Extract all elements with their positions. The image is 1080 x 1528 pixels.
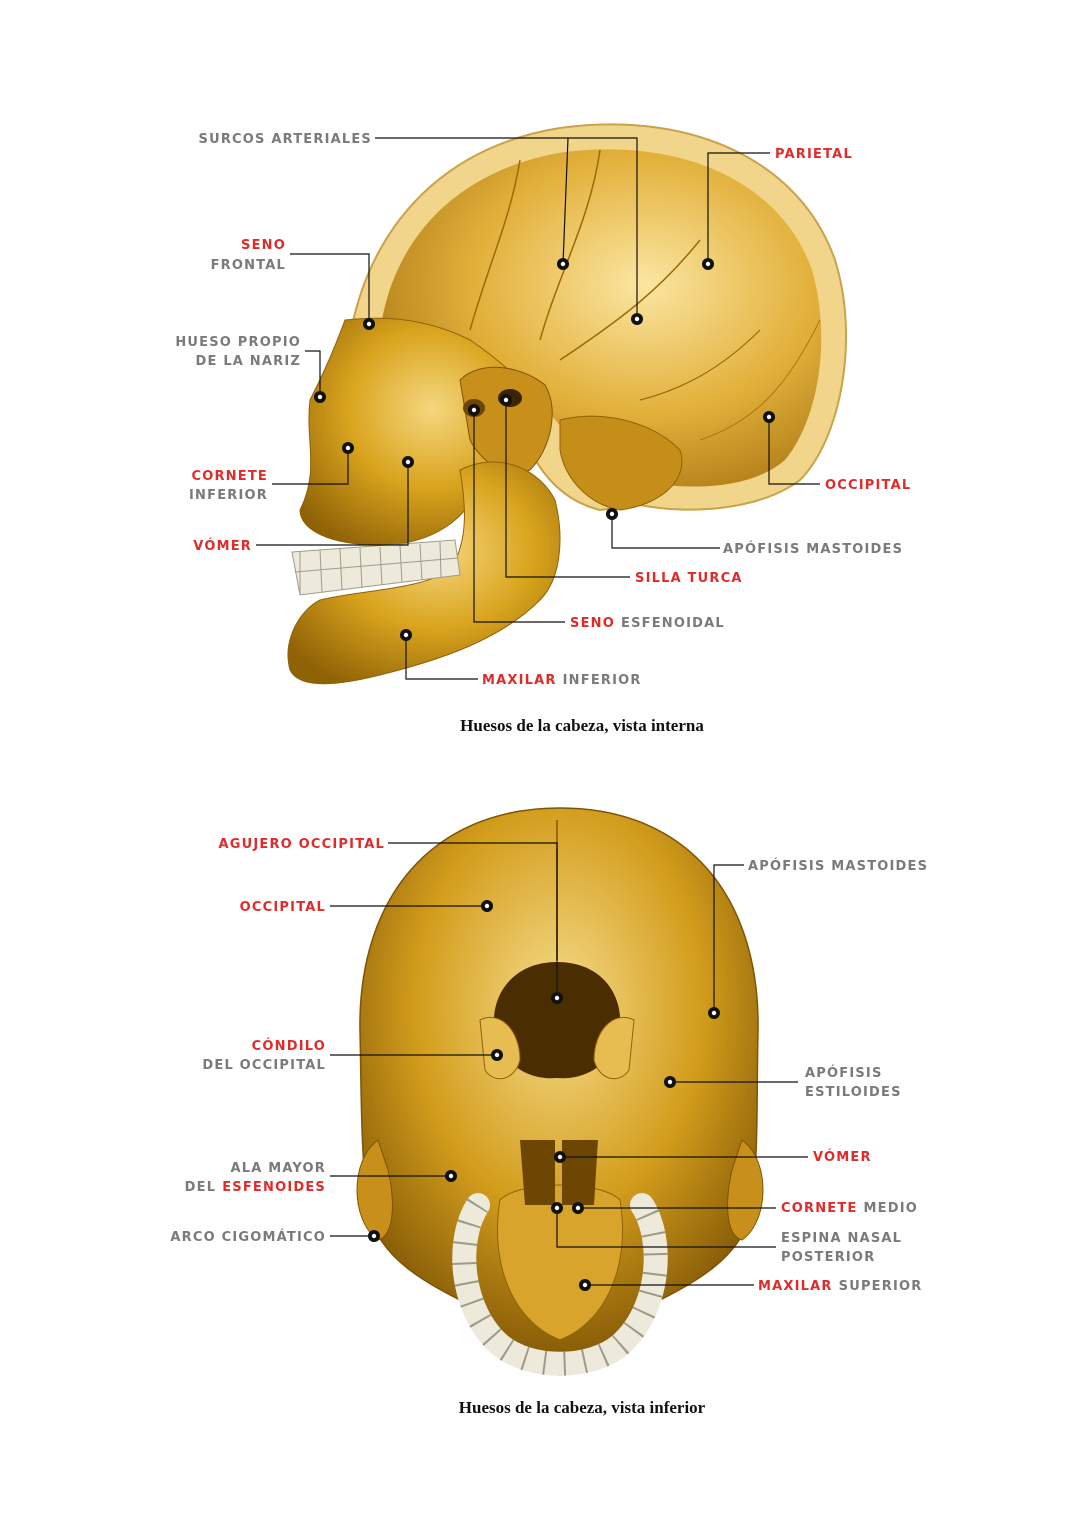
label-parietal: PARIETAL (775, 147, 853, 162)
caption-vista-interna: Huesos de la cabeza, vista interna (460, 716, 704, 735)
skull-inferior-illustration (356, 807, 764, 1376)
label-espina-nasal-1: ESPINA NASAL (781, 1231, 902, 1246)
label-occipital: OCCIPITAL (825, 478, 911, 493)
label-agujero-occipital: AGUJERO OCCIPITAL (218, 837, 385, 852)
label-silla-turca: SILLA TURCA (635, 571, 743, 586)
labels-fig1: SURCOS ARTERIALES PARIETAL SENO FRONTAL … (175, 132, 911, 688)
label-nariz-1: HUESO PROPIO (175, 335, 301, 350)
label-cornete-inferior-1: CORNETE (191, 469, 268, 484)
label-estiloides-2: ESTILOIDES (805, 1085, 902, 1100)
label-vomer: VÓMER (193, 538, 252, 554)
skull-lateral-illustration (287, 123, 848, 685)
label-ala-mayor-1: ALA MAYOR (231, 1161, 327, 1176)
label-cornete-inferior-2: INFERIOR (189, 488, 268, 503)
labels-fig2: AGUJERO OCCIPITAL OCCIPITAL APÓFISIS MAS… (170, 837, 928, 1294)
label-vomer-2: VÓMER (813, 1149, 872, 1165)
leader-lines-fig1 (256, 137, 820, 680)
marker-dots-fig2 (368, 900, 720, 1291)
label-surcos-arteriales: SURCOS ARTERIALES (199, 132, 372, 147)
label-nariz-2: DE LA NARIZ (196, 354, 301, 369)
label-seno-frontal-2: FRONTAL (211, 258, 286, 273)
label-condilo-1: CÓNDILO (252, 1038, 326, 1054)
label-seno-frontal-1: SENO (241, 238, 286, 253)
leader-lines-fig2 (330, 842, 808, 1286)
label-espina-nasal-2: POSTERIOR (781, 1250, 875, 1265)
label-estiloides-1: APÓFISIS (805, 1065, 883, 1081)
label-condilo-2: DEL OCCIPITAL (202, 1058, 326, 1073)
label-arco-cigomatico: ARCO CIGOMÁTICO (170, 1229, 326, 1245)
marker-dots-fig1 (314, 258, 775, 641)
label-apofisis-mastoides-2: APÓFISIS MASTOIDES (748, 858, 928, 874)
caption-vista-inferior: Huesos de la cabeza, vista inferior (459, 1398, 706, 1417)
label-occipital-2: OCCIPITAL (240, 900, 326, 915)
label-apofisis-mastoides: APÓFISIS MASTOIDES (723, 541, 903, 557)
